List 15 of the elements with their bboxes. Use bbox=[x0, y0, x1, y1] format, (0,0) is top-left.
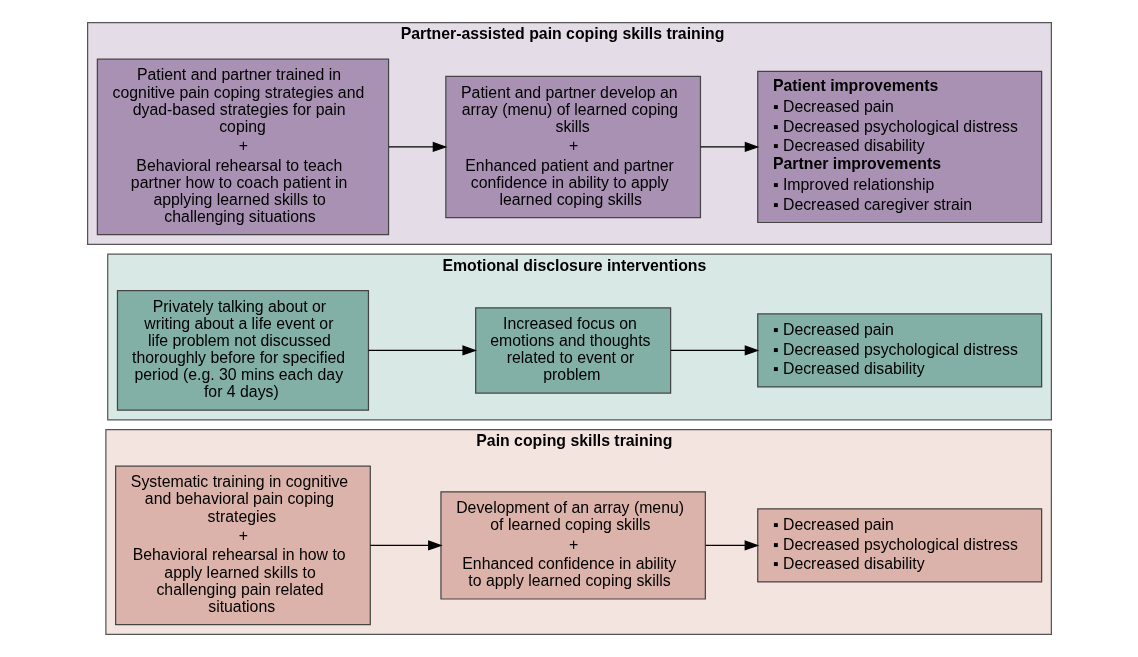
arrow bbox=[699, 141, 759, 153]
node-box: Patient and partner trained in cognitive pain coping strategies and dyad-based strategies for pain coping + Behavioral rehearsal to teach partner how to coach patient in applying learned skills to challenging situations bbox=[96, 58, 389, 236]
node-box: Development of an array (menu) of learned coping skills + Enhanced confidence in ability to apply learned coping skills bbox=[439, 491, 706, 600]
node-box: Privately talking about or writing about a life event or life problem not discussed thoroughly before for specified period (e.g. 30 mins each day for 4 days) bbox=[116, 290, 369, 411]
node-box: Systematic training in cognitive and behavioral pain coping strategies + Behavioral rehearsal in how to apply learned skills to challenging pain related situations bbox=[114, 465, 371, 626]
arrow bbox=[387, 141, 447, 153]
arrow bbox=[367, 345, 477, 356]
node-box: ▪ Decreased pain ▪ Decreased psychological distress ▪ Decreased disability bbox=[756, 313, 1042, 388]
node-box: ▪ Decreased pain ▪ Decreased psychological distress ▪ Decreased disability bbox=[756, 508, 1042, 583]
node-box: Patient improvements ▪ Decreased pain ▪ Decreased psychological distress ▪ Decreased disability Partner improvements ▪ Improved relationship ▪ Decreased caregiver strain bbox=[756, 70, 1042, 224]
arrow bbox=[669, 345, 759, 356]
node-box: Patient and partner develop an array (menu) of learned coping skills + Enhanced patient and partner confidence in ability to apply learned coping skills bbox=[444, 75, 701, 219]
node-box: Increased focus on emotions and thoughts related to event or problem bbox=[474, 307, 671, 394]
arrow bbox=[369, 540, 443, 551]
arrow bbox=[704, 540, 759, 551]
